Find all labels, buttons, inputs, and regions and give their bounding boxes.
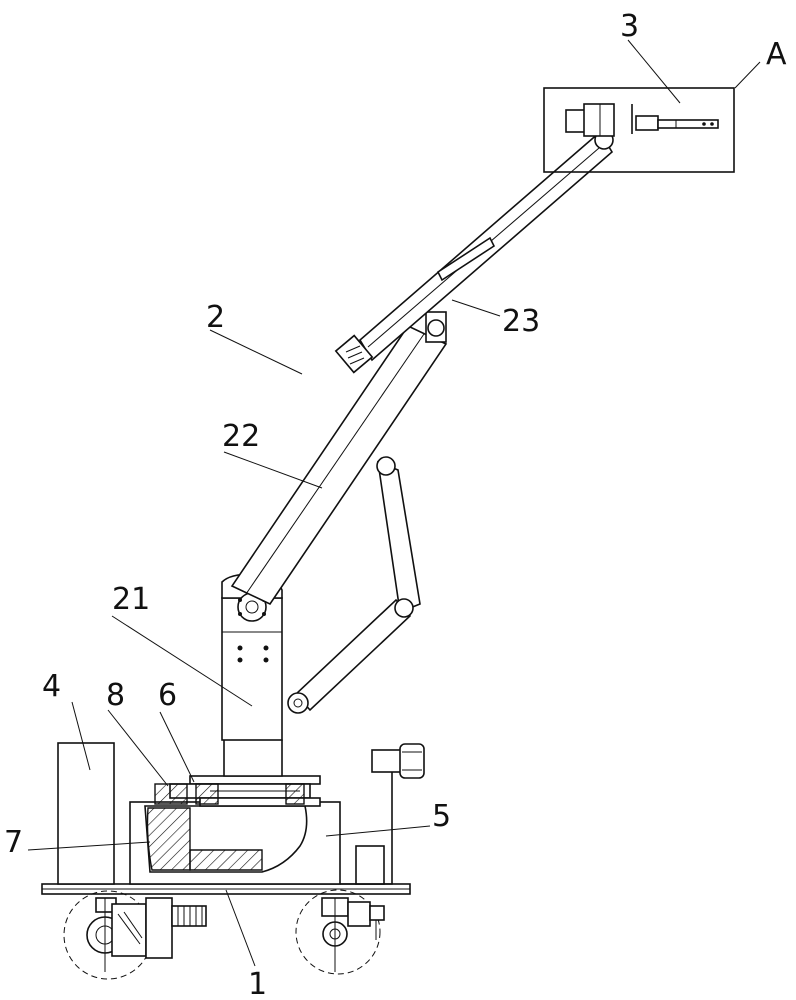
upper-arm	[230, 311, 448, 606]
end-effector	[565, 103, 719, 137]
label-1: 1	[248, 967, 267, 1000]
gear-section	[144, 805, 308, 873]
right-wheel	[295, 889, 385, 975]
detail-box-a	[543, 87, 735, 173]
bearing	[154, 783, 305, 805]
label-21: 21	[112, 582, 150, 617]
support-strut	[287, 456, 421, 714]
control-box	[57, 742, 115, 885]
label-7: 7	[4, 825, 23, 860]
label-3: 3	[620, 9, 639, 44]
left-wheel	[63, 890, 207, 980]
label-6: 6	[158, 678, 177, 713]
chassis-plate	[41, 883, 411, 895]
leader-lines	[27, 39, 761, 967]
column	[221, 573, 283, 777]
motor-post	[371, 743, 425, 790]
label-2: 2	[206, 300, 225, 335]
label-4: 4	[42, 669, 61, 704]
label-5: 5	[432, 799, 451, 834]
label-22: 22	[222, 419, 260, 454]
label-8: 8	[106, 678, 125, 713]
forearm	[334, 130, 614, 374]
label-a: A	[766, 37, 787, 72]
label-23: 23	[502, 304, 540, 339]
